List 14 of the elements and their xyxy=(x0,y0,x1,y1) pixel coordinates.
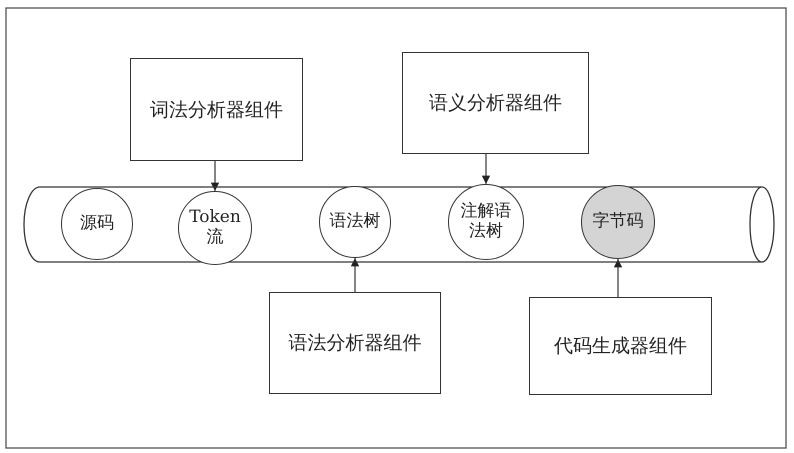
component-box: 语法分析器组件 xyxy=(269,292,441,394)
stage-circle: 注解语法树 xyxy=(448,184,524,260)
component-box: 语义分析器组件 xyxy=(402,52,589,154)
stage-circle: 源码 xyxy=(61,188,133,260)
stage-circle: Token流 xyxy=(178,191,252,265)
component-box: 代码生成器组件 xyxy=(529,297,712,395)
stage-circle: 语法树 xyxy=(319,186,391,258)
component-box: 词法分析器组件 xyxy=(130,58,303,161)
arrow xyxy=(614,259,622,297)
arrow xyxy=(350,258,360,292)
arrow xyxy=(210,161,220,191)
pipeline-cylinder xyxy=(24,187,776,262)
stage-circle: 字节码 xyxy=(581,185,655,259)
arrow xyxy=(482,154,490,184)
